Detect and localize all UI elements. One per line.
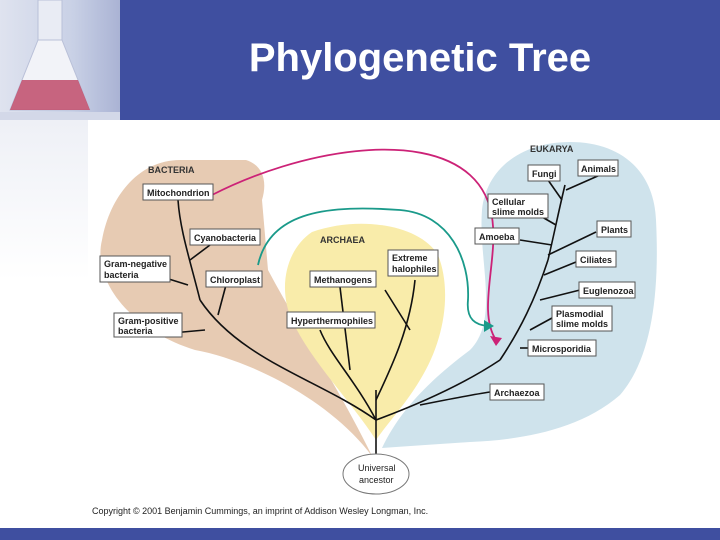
amoeba-text: Amoeba <box>479 232 516 242</box>
tree-branches <box>139 174 601 456</box>
gram-negative-text-2: bacteria <box>104 270 140 280</box>
node-plasmodial-slime-molds: Plasmodial slime molds <box>551 305 613 332</box>
methanogens-text: Methanogens <box>314 275 372 285</box>
mitochondrion-arrow <box>211 148 497 341</box>
chloroplast-arrowhead <box>484 320 494 332</box>
mitochondrion-arrowhead <box>490 336 502 346</box>
node-methanogens: Methanogens <box>309 270 377 288</box>
copyright-notice: Copyright © 2001 Benjamin Cummings, an i… <box>92 506 429 516</box>
slide-title: Phylogenetic Tree <box>248 36 592 80</box>
node-microsporidia: Microsporidia <box>527 339 597 357</box>
footer-bar <box>0 528 720 540</box>
animals-text: Animals <box>581 164 616 174</box>
mitochondrion-text: Mitochondrion <box>147 188 210 198</box>
node-fungi: Fungi <box>527 164 561 182</box>
node-euglenozoa: Euglenozoa <box>578 281 636 299</box>
node-chloroplast: Chloroplast <box>205 270 263 288</box>
node-hyperthermophiles: Hyperthermophiles <box>286 311 376 329</box>
node-cellular-slime-molds: Cellular slime molds <box>487 193 549 219</box>
extreme-halophiles-text-1: Extreme <box>392 253 428 263</box>
node-plants: Plants <box>596 220 632 238</box>
hyperthermophiles-text: Hyperthermophiles <box>291 316 373 326</box>
node-universal-ancestor: Universal ancestor <box>342 453 410 495</box>
node-animals: Animals <box>577 159 619 177</box>
euglenozoa-text: Euglenozoa <box>583 286 634 296</box>
cellular-slime-molds-text-2: slime molds <box>492 207 544 217</box>
eukarya-region <box>382 142 657 448</box>
fungi-text: Fungi <box>532 169 557 179</box>
chloroplast-text: Chloroplast <box>210 275 260 285</box>
bacteria-label: BACTERIA <box>148 165 195 175</box>
chloroplast-arrow <box>257 207 489 327</box>
gram-negative-text-1: Gram-negative <box>104 259 167 269</box>
flask-icon <box>0 0 120 120</box>
bacteria-region <box>100 160 373 456</box>
plasmodial-slime-molds-text-1: Plasmodial <box>556 309 604 319</box>
node-mitochondrion: Mitochondrion <box>142 183 214 201</box>
flask-image <box>0 0 120 120</box>
universal-ancestor-text-2: ancestor <box>359 475 394 485</box>
ciliates-text: Ciliates <box>580 255 612 265</box>
extreme-halophiles-text-2: halophiles <box>392 264 437 274</box>
cyanobacteria-text: Cyanobacteria <box>194 233 257 243</box>
node-gram-negative: Gram-negative bacteria <box>99 255 171 283</box>
gram-positive-text-1: Gram-positive <box>118 316 179 326</box>
plasmodial-slime-molds-text-2: slime molds <box>556 319 608 329</box>
plants-text: Plants <box>601 225 628 235</box>
decorative-strip <box>0 120 88 280</box>
node-gram-positive: Gram-positive bacteria <box>113 312 183 338</box>
node-ciliates: Ciliates <box>575 250 617 268</box>
title-bar: Phylogenetic Tree <box>0 0 720 120</box>
node-archaezoa: Archaezoa <box>489 383 545 401</box>
gram-positive-text-2: bacteria <box>118 326 154 336</box>
node-amoeba: Amoeba <box>474 227 520 245</box>
archaezoa-text: Archaezoa <box>494 388 541 398</box>
universal-ancestor-text-1: Universal <box>358 463 396 473</box>
eukarya-label: EUKARYA <box>530 144 574 154</box>
node-extreme-halophiles: Extreme halophiles <box>387 249 439 277</box>
archaea-label: ARCHAEA <box>320 235 366 245</box>
node-cyanobacteria: Cyanobacteria <box>189 228 261 246</box>
cellular-slime-molds-text-1: Cellular <box>492 197 526 207</box>
microsporidia-text: Microsporidia <box>532 344 592 354</box>
